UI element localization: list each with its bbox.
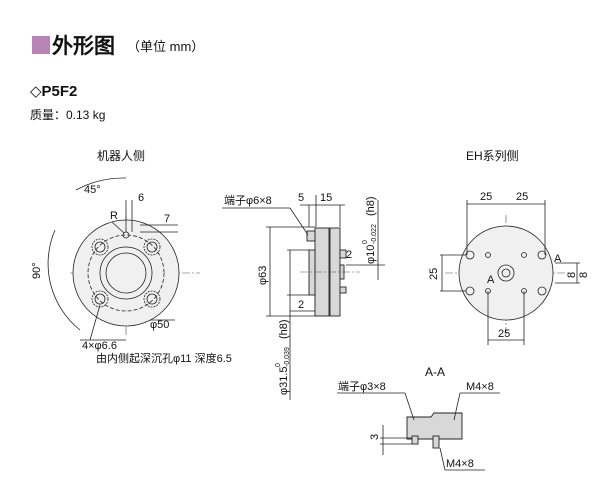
terminal-label: 端子φ6×8 bbox=[224, 194, 272, 207]
dim-2b-label: 2 bbox=[298, 299, 304, 311]
dim-6-label: 6 bbox=[138, 192, 144, 204]
page-title: 外形图 （单位 mm） bbox=[32, 30, 204, 60]
section-aa-view: A-A 端子φ3×8 M4×8 3 M4×8 bbox=[337, 365, 500, 471]
eh-side-view: EH系列侧 25 25 25 25 8 8 A A bbox=[428, 149, 590, 345]
shaft-fit: (h8) bbox=[365, 196, 377, 216]
shaft-tol-lower: -0.022 bbox=[371, 224, 378, 244]
dia-50-label: φ50 bbox=[150, 319, 169, 331]
dia-63-label: φ63 bbox=[257, 266, 269, 285]
angle-90-label: 90° bbox=[31, 262, 43, 279]
shaft-dia-label: φ10 bbox=[365, 245, 377, 264]
radius-label: R bbox=[110, 210, 118, 222]
section-label: A-A bbox=[425, 365, 445, 379]
spigot-fit: (h8) bbox=[278, 319, 290, 339]
dim-8a-label: 8 bbox=[566, 272, 578, 278]
spigot-dia-label: φ31.5 bbox=[278, 366, 290, 395]
unit-text: （单位 mm） bbox=[127, 38, 205, 54]
side-view: 端子φ6×8 5 15 2 2 φ10 0 -0.022 (h8) φ63 φ3… bbox=[222, 192, 385, 400]
m4-top-label: M4×8 bbox=[466, 381, 494, 393]
counterbore-label: 由内侧起深沉孔φ11 深度6.5 bbox=[96, 351, 232, 365]
dim-5-label: 5 bbox=[298, 192, 304, 204]
flange-outline bbox=[72, 219, 180, 327]
m4-bottom-label: M4×8 bbox=[446, 458, 474, 470]
mass-text: 质量：0.13 kg bbox=[30, 108, 106, 122]
spigot-tol-lower: -0.039 bbox=[284, 347, 291, 367]
robot-view-label: 机器人侧 bbox=[97, 149, 145, 163]
dim-25a-label: 25 bbox=[480, 191, 492, 203]
dim-15-label: 15 bbox=[320, 192, 332, 204]
robot-side-view: 机器人侧 45° 6 7 R 90° φ50 4×φ6.6 由内侧起深沉孔φ11… bbox=[31, 149, 232, 365]
dim-25d-label: 25 bbox=[498, 328, 510, 340]
dim-8b-label: 8 bbox=[578, 272, 590, 278]
dim-25b-label: 25 bbox=[516, 191, 528, 203]
terminal-small-label: 端子φ3×8 bbox=[338, 380, 386, 393]
dim-7-label: 7 bbox=[164, 213, 170, 225]
angle-45-label: 45° bbox=[84, 184, 101, 196]
spigot-tol-upper: 0 bbox=[275, 363, 282, 367]
eh-view-label: EH系列侧 bbox=[466, 149, 519, 163]
model-name: ◇P5F2 bbox=[30, 83, 78, 100]
title-marker bbox=[32, 36, 50, 54]
title-text: 外形图 bbox=[52, 35, 115, 58]
dim-25c-label: 25 bbox=[428, 268, 440, 280]
holes-label: 4×φ6.6 bbox=[82, 340, 117, 352]
section-mark-a2: A bbox=[487, 274, 495, 286]
section-mark-a1: A bbox=[554, 253, 562, 265]
dim-3-label: 3 bbox=[369, 434, 381, 440]
dim-2a-label: 2 bbox=[346, 249, 352, 261]
shaft-tol-upper: 0 bbox=[362, 240, 369, 244]
